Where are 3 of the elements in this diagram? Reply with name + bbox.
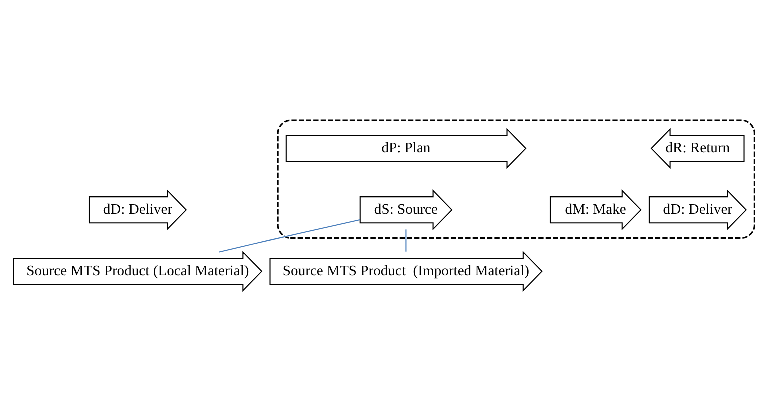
cluster (277, 120, 756, 239)
connector (219, 220, 360, 253)
connector (406, 230, 407, 252)
